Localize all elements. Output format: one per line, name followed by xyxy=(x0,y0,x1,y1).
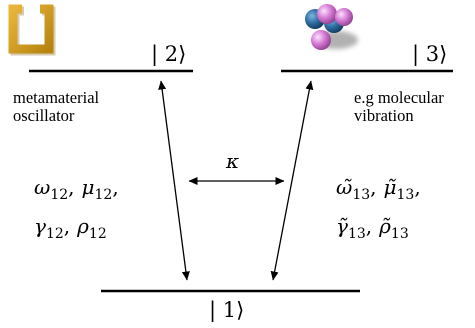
left-param-separator: , xyxy=(112,175,118,199)
level-3-label: | 3⟩ xyxy=(412,42,447,67)
right-param-separator: , xyxy=(414,175,420,199)
vibration-caption: vibration xyxy=(354,106,414,125)
right-transition-arrow xyxy=(270,80,314,281)
left-param-symbol: γ xyxy=(34,214,46,238)
molecule-icon xyxy=(305,4,358,50)
left-params-line2: γ12,ρ12​ xyxy=(34,214,107,242)
right-param-symbol: ω̃ xyxy=(336,175,352,199)
left-param-symbol: ρ xyxy=(76,214,89,238)
split-ring-resonator-icon xyxy=(8,4,56,56)
coupling-kappa-label: κ xyxy=(225,149,239,173)
metamaterial-caption: metamaterial xyxy=(13,88,100,107)
molecular-caption: e.g molecular xyxy=(354,88,444,107)
right-param-symbol: γ̃ xyxy=(336,214,348,238)
left-param-symbol: ω xyxy=(34,175,50,199)
left-param-separator: , xyxy=(64,214,70,238)
right-param-separator: , xyxy=(366,214,372,238)
left-params-line1: ω12,μ12, xyxy=(34,175,119,203)
left-param-symbol: μ xyxy=(82,175,95,199)
left-transition-arrow xyxy=(158,80,190,281)
left-param-separator: , xyxy=(68,175,74,199)
left-param-subscript: 12 xyxy=(89,226,107,242)
right-param-subscript: 13 xyxy=(391,226,409,242)
left-param-subscript: 12 xyxy=(95,187,113,203)
right-param-separator: , xyxy=(370,175,376,199)
right-param-subscript: 13 xyxy=(397,187,415,203)
right-params-line1: ω̃13,μ̃13, xyxy=(336,175,421,203)
level-1-label: | 1⟩ xyxy=(209,298,244,323)
right-param-symbol: μ̃ xyxy=(384,175,397,199)
left-param-subscript: 12 xyxy=(46,226,64,242)
oscillator-caption: oscillator xyxy=(13,106,75,125)
right-param-subscript: 13 xyxy=(348,226,366,242)
right-param-subscript: 13 xyxy=(352,187,370,203)
right-param-symbol: ρ̃ xyxy=(378,214,391,238)
right-params-line2: γ̃13,ρ̃13​ xyxy=(336,214,409,242)
level-2-label: | 2⟩ xyxy=(151,42,186,67)
left-param-subscript: 12 xyxy=(50,187,68,203)
